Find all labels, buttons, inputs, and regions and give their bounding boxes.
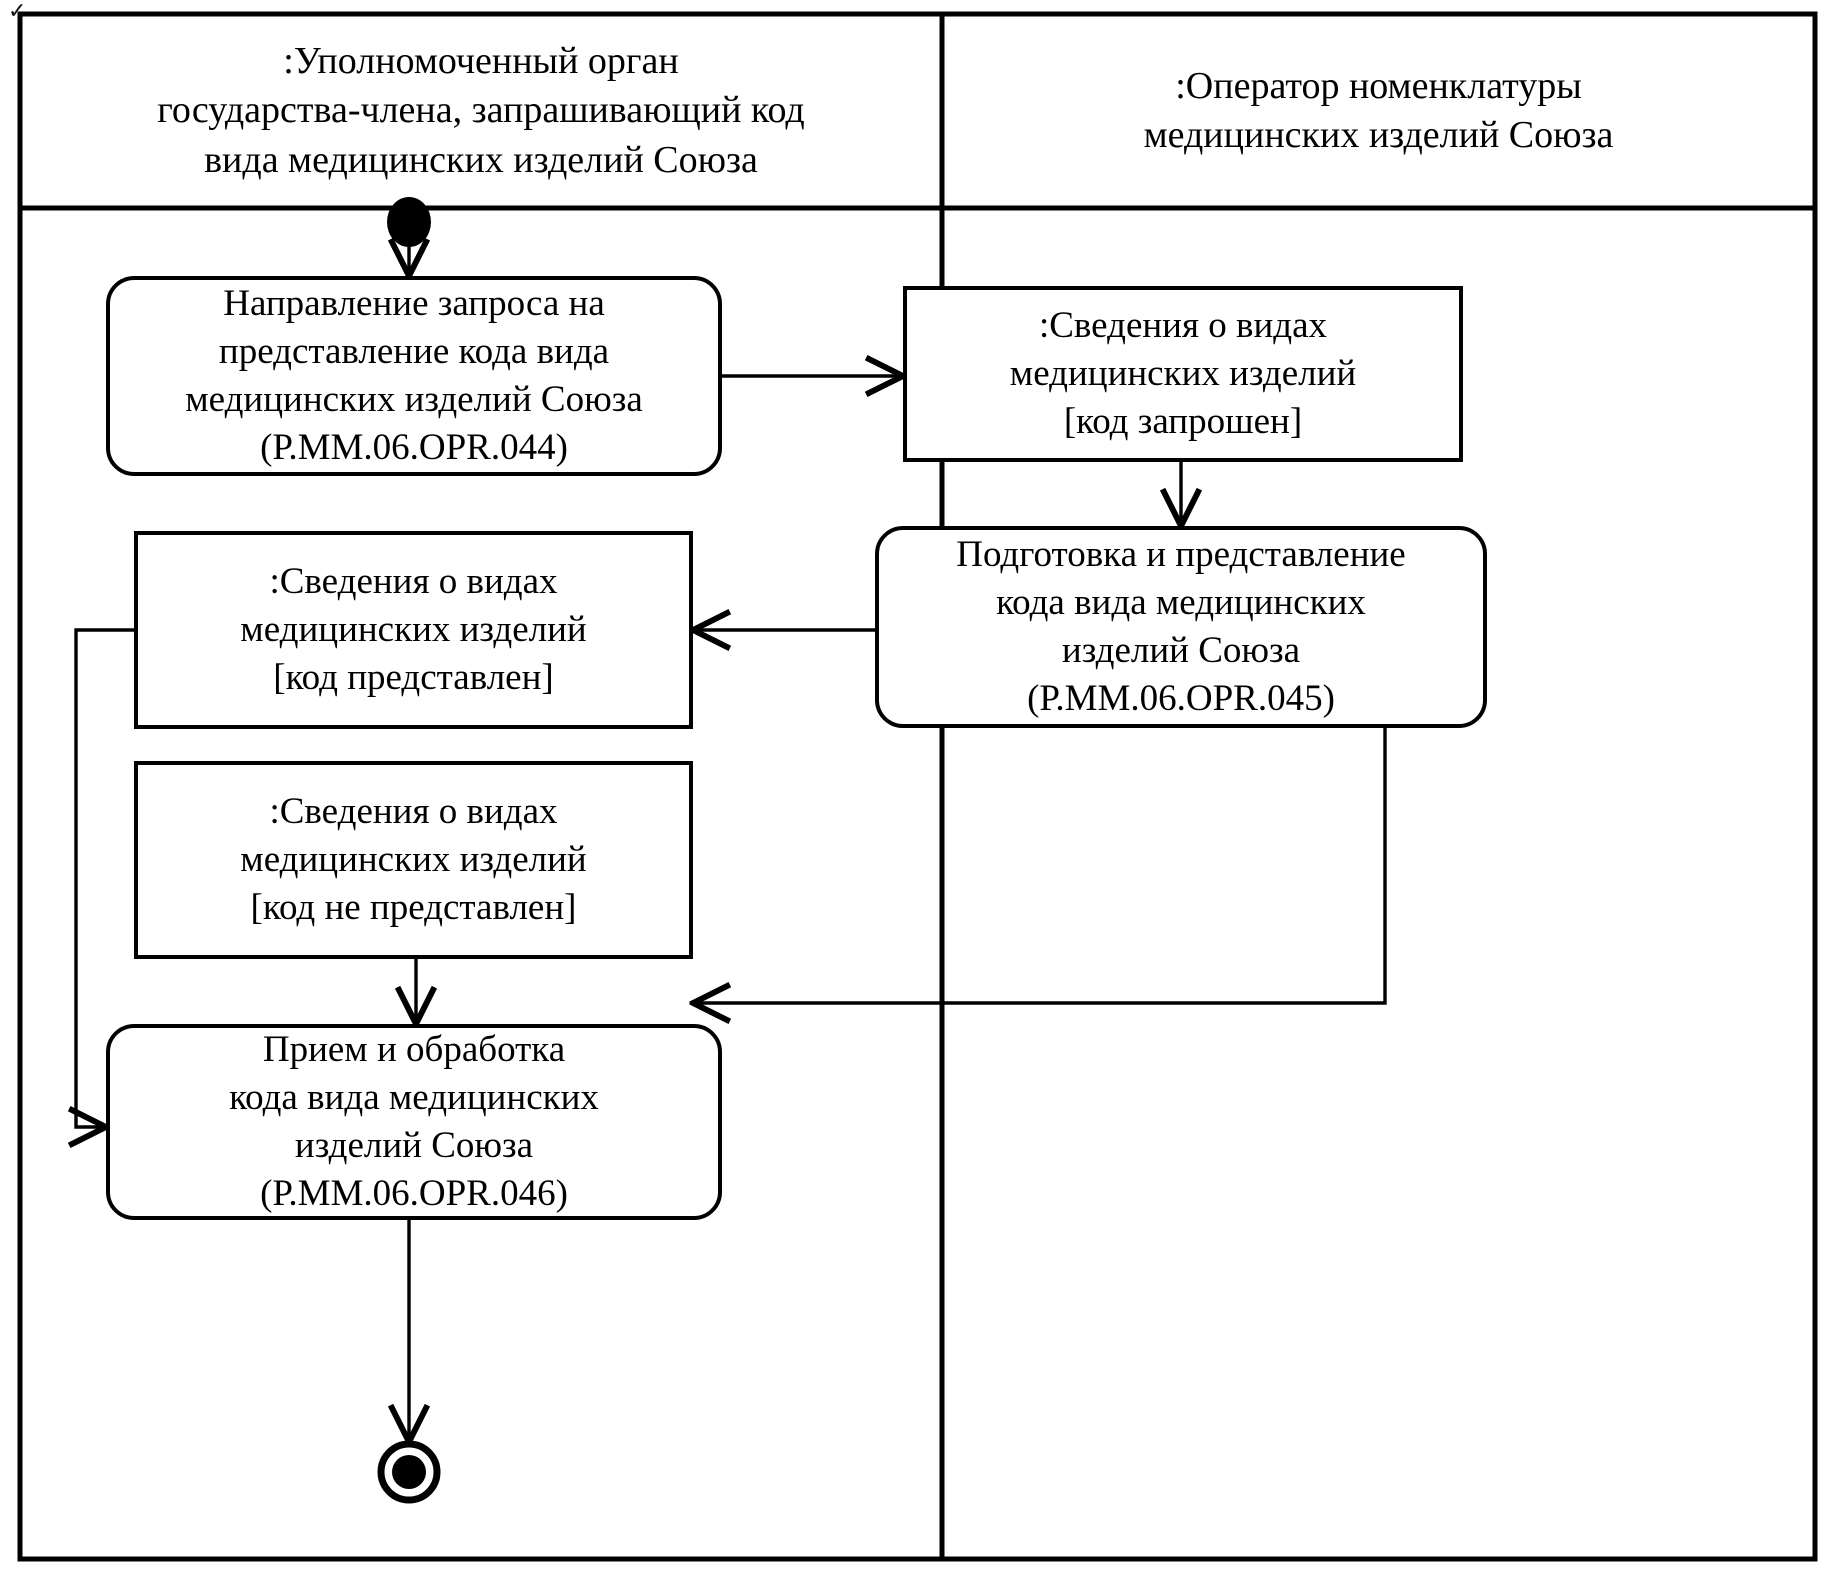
activity-node-044[interactable] xyxy=(106,276,722,476)
initial-node xyxy=(387,197,431,247)
activity-node-045[interactable] xyxy=(875,526,1487,728)
edge-activity-045-to-object-code-not-provided xyxy=(693,726,1387,1003)
final-node xyxy=(377,1440,441,1504)
object-node-code-not-provided[interactable] xyxy=(134,761,693,959)
edge-object-code-provided-to-activity-046 xyxy=(76,628,136,1127)
object-node-code-provided[interactable] xyxy=(134,531,693,729)
object-node-code-requested[interactable] xyxy=(903,286,1463,462)
activity-node-046[interactable] xyxy=(106,1024,722,1220)
